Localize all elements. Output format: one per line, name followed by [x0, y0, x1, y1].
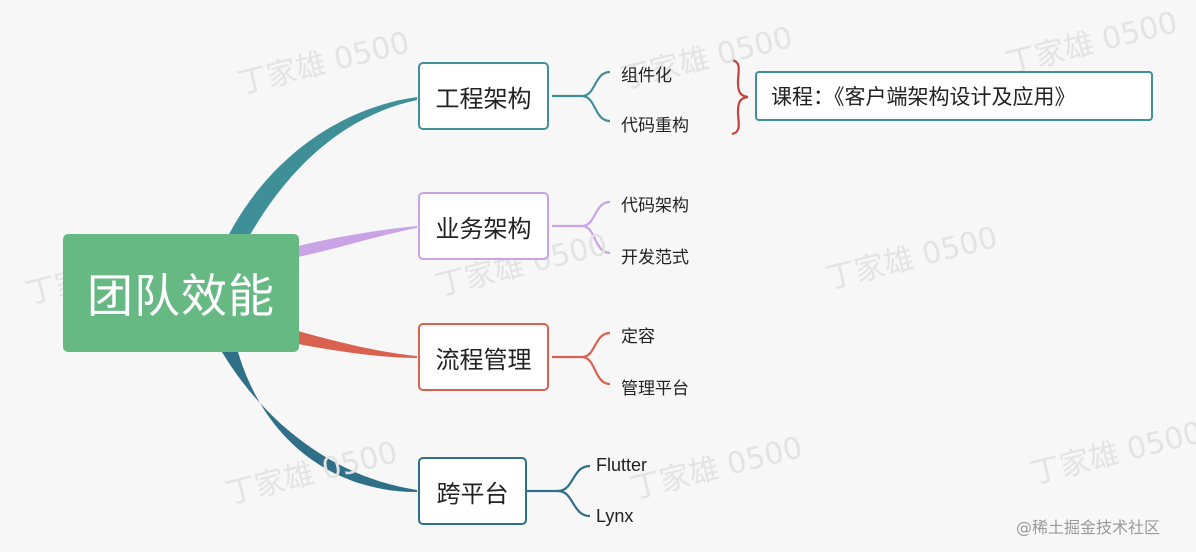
bracket-engineering	[552, 70, 611, 123]
bracket-cross-platform	[526, 464, 591, 518]
leaf-node: 定容	[621, 327, 655, 347]
leaf-node: 组件化	[621, 66, 672, 86]
course-callout: 课程：《客户端架构设计及应用》	[755, 71, 1153, 121]
connector-engineering	[228, 97, 417, 242]
connector-process	[298, 331, 417, 358]
leaf-node: Flutter	[596, 455, 648, 475]
summary-brace	[731, 58, 749, 136]
branch-node-cross-platform: 跨平台	[418, 457, 527, 525]
leaf-node: 代码架构	[621, 196, 689, 216]
branch-node-process: 流程管理	[418, 323, 549, 391]
leaf-node: 开发范式	[621, 248, 689, 268]
source-credit: @稀土掘金技术社区	[1016, 518, 1161, 537]
leaf-node: 管理平台	[621, 379, 689, 399]
root-node: 团队效能	[63, 234, 299, 352]
connector-business	[298, 226, 417, 257]
leaf-node: 代码重构	[621, 116, 689, 136]
leaf-node: Lynx	[596, 506, 634, 526]
branch-node-engineering: 工程架构	[418, 62, 549, 130]
bracket-process	[552, 331, 611, 386]
connector-cross-platform	[222, 352, 417, 492]
branch-node-business: 业务架构	[418, 192, 549, 260]
bracket-business	[552, 200, 611, 255]
